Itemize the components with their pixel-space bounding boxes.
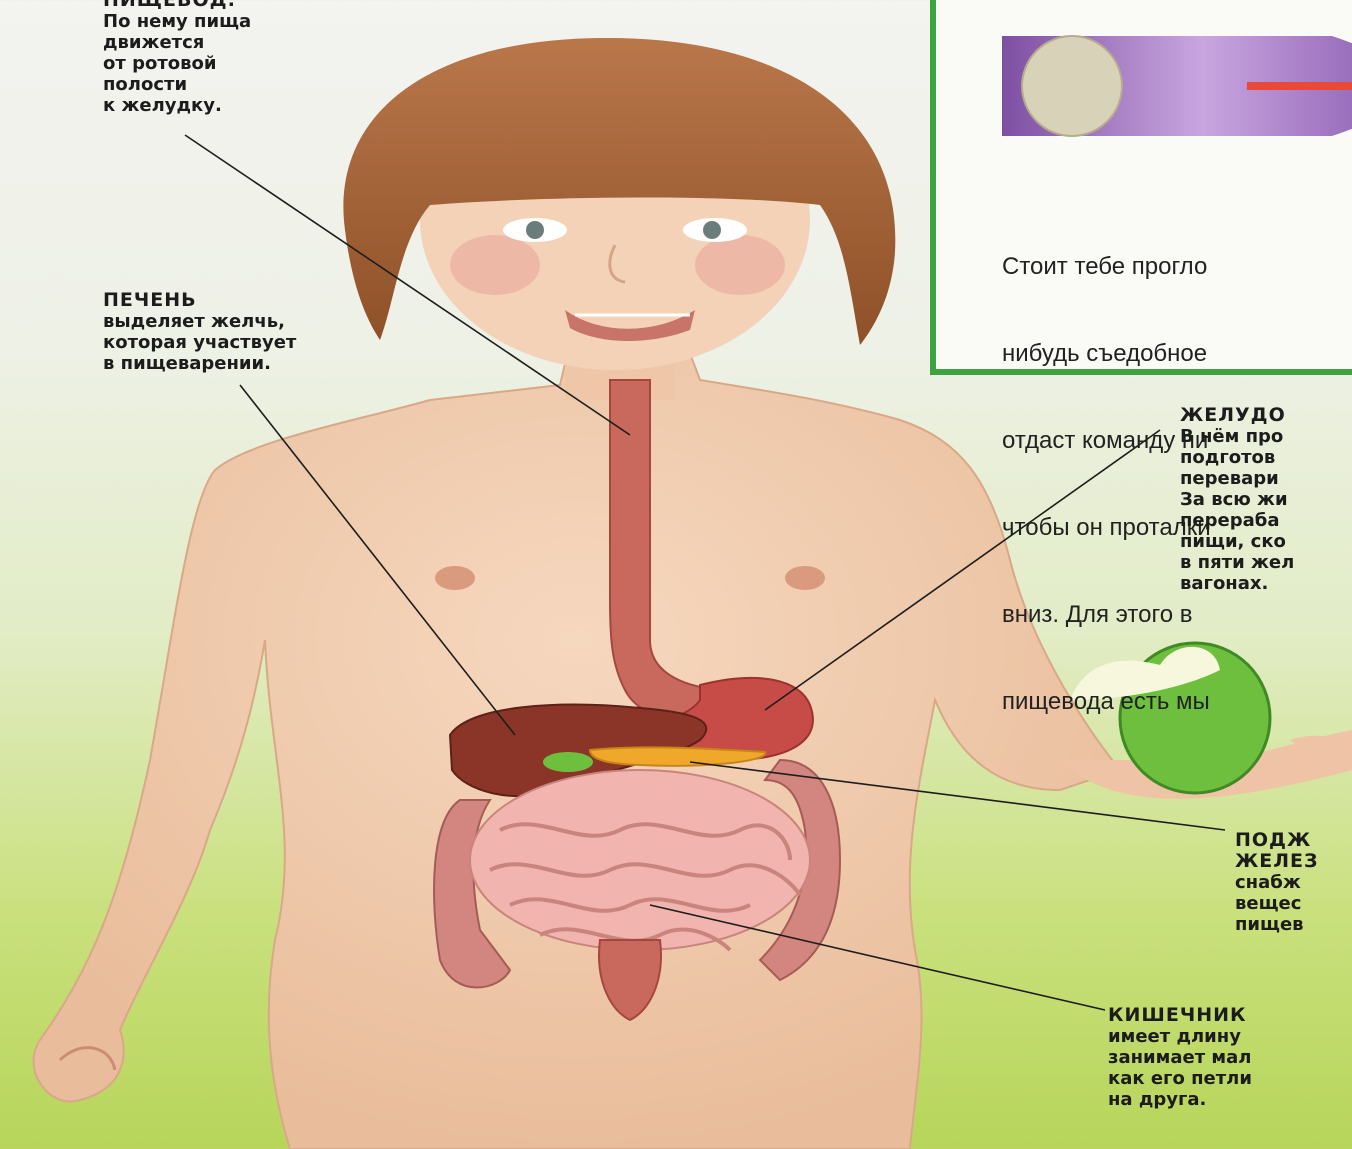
esophagus-cross-section (1002, 26, 1352, 146)
stomach-label: ЖЕЛУДО В нём про подготов перевари За вс… (1180, 405, 1352, 594)
pancreas-label: ПОДЖ ЖЕЛЕЗ снабж вещес пищев (1235, 830, 1352, 935)
liver-label: ПЕЧЕНЬ выделяет желчь, которая участвует… (103, 290, 296, 374)
esophagus-label: ПИЩЕВОД: По нему пища движется от ротово… (103, 0, 251, 116)
child-head (343, 38, 895, 370)
info-panel: Стоит тебе прогло нибудь съедобное отдас… (930, 0, 1352, 375)
small-intestine (470, 770, 810, 950)
intestine-label: КИШЕЧНИК имеет длину занимает мал как ег… (1108, 1005, 1352, 1110)
gallbladder-organ (543, 752, 593, 772)
